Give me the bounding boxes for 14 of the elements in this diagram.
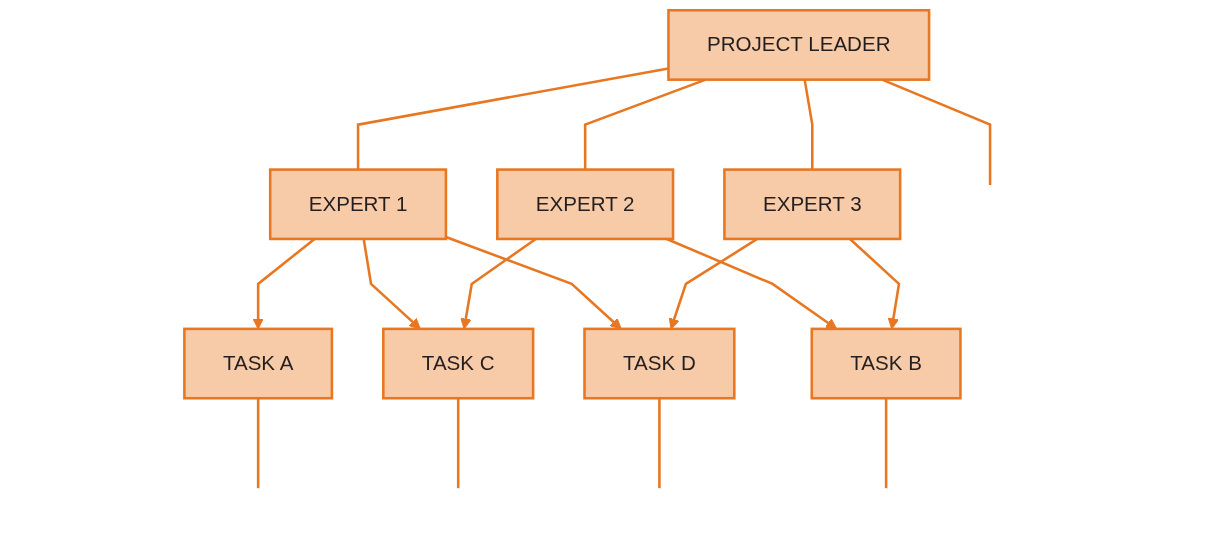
connector (658, 398, 661, 489)
node-box: TASK B (810, 327, 962, 400)
node-box: PROJECT LEADER (667, 9, 931, 81)
connector (884, 398, 888, 489)
connector (803, 79, 814, 170)
connector (356, 67, 669, 170)
node-box: TASK A (183, 327, 334, 400)
connector (456, 398, 460, 489)
node-box: TASK C (382, 327, 535, 400)
node-box: TASK D (583, 327, 736, 400)
node-box: EXPERT 1 (268, 168, 448, 241)
connector (256, 398, 260, 489)
node-box: EXPERT 2 (496, 168, 675, 241)
node-box: EXPERT 3 (723, 168, 902, 241)
